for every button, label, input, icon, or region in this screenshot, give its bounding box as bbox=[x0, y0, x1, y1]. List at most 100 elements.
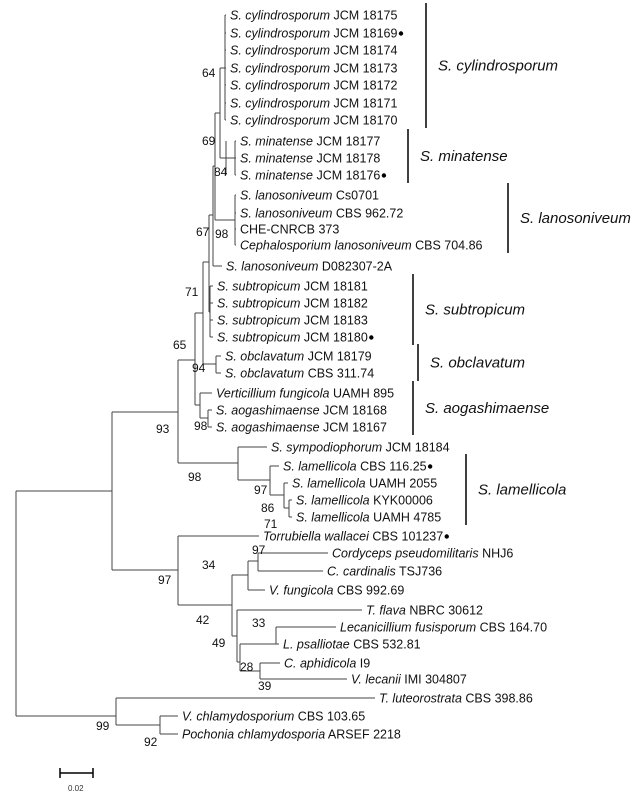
tip-strain-id: CBS 532.81 bbox=[350, 638, 421, 652]
tip-species-name: S. sympodiophorum bbox=[271, 441, 382, 455]
tip-strain-id: KYK00006 bbox=[370, 494, 433, 508]
tip-strain-id: JCM 18180 bbox=[300, 331, 367, 345]
bootstrap-value: 98 bbox=[188, 470, 202, 484]
tip-species-name: S. lamellicola bbox=[292, 477, 366, 491]
tip-strain-id: CBS 311.74 bbox=[304, 367, 374, 381]
tip-label: S. aogashimaense JCM 18167 bbox=[216, 421, 387, 435]
tip-species-name: S. minatense bbox=[240, 169, 313, 183]
clade-label: S. cylindrosporum bbox=[438, 58, 558, 75]
bootstrap-value: 97 bbox=[252, 543, 266, 557]
tip-label: V. lecanii IMI 304807 bbox=[351, 673, 467, 687]
tip-species-name: Cephalosporium lanosoniveum bbox=[240, 239, 412, 253]
tip-species-name: Lecanicillium fusisporum bbox=[340, 621, 476, 635]
bootstrap-value: 39 bbox=[258, 679, 272, 693]
tip-strain-id: CBS 103.65 bbox=[294, 710, 365, 724]
tip-label: Lecanicillium fusisporum CBS 164.70 bbox=[340, 621, 547, 635]
tip-strain-id: ARSEF 2218 bbox=[325, 728, 401, 742]
tip-strain-id: CBS 962.72 bbox=[332, 207, 403, 221]
tip-species-name: S. minatense bbox=[240, 152, 313, 166]
tip-label: Pochonia chlamydosporia ARSEF 2218 bbox=[182, 728, 401, 742]
bootstrap-value: 98 bbox=[215, 227, 229, 241]
tip-label: Verticillium fungicola UAMH 895 bbox=[216, 387, 394, 401]
tip-strain-id: JCM 18169 bbox=[330, 27, 397, 41]
tip-species-name: V. lecanii bbox=[351, 673, 402, 687]
tip-species-name: S. subtropicum bbox=[217, 331, 300, 345]
tip-strain-id: JCM 18174 bbox=[330, 44, 397, 58]
tip-label: S. minatense JCM 18178 bbox=[240, 152, 380, 166]
tip-strain-id: JCM 18173 bbox=[330, 62, 397, 76]
tip-species-name: S. lanosoniveum bbox=[240, 207, 332, 221]
scale-bar: 0.02 bbox=[59, 768, 94, 793]
tip-strain-id: IMI 304807 bbox=[401, 673, 467, 687]
tip-strain-id: JCM 18184 bbox=[382, 441, 449, 455]
tip-species-name: V. chlamydosporium bbox=[182, 710, 294, 724]
tip-label: S. obclavatum JCM 18179 bbox=[225, 350, 372, 364]
bootstrap-value: 67 bbox=[196, 225, 210, 239]
tip-label: T. flava NBRC 30612 bbox=[366, 604, 483, 618]
tip-strain-id: NBRC 30612 bbox=[406, 604, 483, 618]
tip-strain-id: UAMH 4785 bbox=[370, 511, 442, 525]
tree-branches bbox=[15, 14, 375, 735]
tip-strain-id: JCM 18168 bbox=[320, 404, 387, 418]
type-strain-dot-icon bbox=[427, 464, 433, 469]
bootstrap-value: 65 bbox=[173, 338, 187, 352]
tip-strain-id: JCM 18183 bbox=[300, 314, 367, 328]
bootstrap-value: 99 bbox=[96, 719, 110, 733]
bootstrap-value: 28 bbox=[240, 660, 254, 674]
tip-species-name: S. obclavatum bbox=[225, 350, 304, 364]
tip-species-name: S. lamellicola bbox=[283, 460, 357, 474]
tip-label: C. aphidicola I9 bbox=[284, 657, 370, 671]
tip-strain-id: JCM 18171 bbox=[330, 97, 397, 111]
bootstrap-value: 71 bbox=[185, 285, 199, 299]
tip-strain-id: JCM 18167 bbox=[320, 421, 387, 435]
tip-label: S. subtropicum JCM 18182 bbox=[217, 297, 368, 311]
tip-strain-id: CBS 704.86 bbox=[412, 239, 483, 253]
tip-species-name: Cordyceps pseudomilitaris bbox=[332, 547, 479, 561]
tip-species-name: S. obclavatum bbox=[225, 367, 304, 381]
tip-strain-id: CBS 398.86 bbox=[462, 692, 533, 706]
tip-label: V. chlamydosporium CBS 103.65 bbox=[182, 710, 365, 724]
tip-label: C. cardinalis TSJ736 bbox=[327, 565, 442, 579]
tip-species-name: S. minatense bbox=[240, 135, 313, 149]
tip-label: S. sympodiophorum JCM 18184 bbox=[271, 441, 450, 455]
clade-label: S. lanosoniveum bbox=[520, 210, 631, 227]
bootstrap-value: 98 bbox=[194, 419, 208, 433]
tip-strain-id: TSJ736 bbox=[396, 565, 442, 579]
tip-species-name: S. cylindrosporum bbox=[230, 44, 330, 58]
tip-strain-id: JCM 18182 bbox=[300, 297, 367, 311]
bootstrap-value: 33 bbox=[252, 616, 266, 630]
clade-label: S. subtropicum bbox=[425, 302, 525, 319]
clade-label: S. aogashimaense bbox=[425, 400, 549, 417]
tip-species-name: L. psalliotae bbox=[283, 638, 350, 652]
tip-species-name: S. cylindrosporum bbox=[230, 27, 330, 41]
tip-label: S. cylindrosporum JCM 18171 bbox=[230, 97, 397, 111]
tip-label: V. fungicola CBS 992.69 bbox=[269, 584, 404, 598]
type-strain-dot-icon bbox=[381, 173, 387, 178]
bootstrap-value: 69 bbox=[202, 134, 216, 148]
tip-species-name: S. cylindrosporum bbox=[230, 9, 330, 23]
tip-species-name: Pochonia chlamydosporia bbox=[182, 728, 325, 742]
tip-species-name: S. cylindrosporum bbox=[230, 62, 330, 76]
tip-strain-id: CBS 101237 bbox=[369, 530, 443, 544]
tip-strain-id: Cs0701 bbox=[332, 189, 379, 203]
bootstrap-value: 92 bbox=[144, 735, 158, 749]
tip-label: Cordyceps pseudomilitaris NHJ6 bbox=[332, 547, 513, 561]
tip-label: S. subtropicum JCM 18181 bbox=[217, 280, 368, 294]
tip-label: S. lamellicola UAMH 4785 bbox=[296, 511, 441, 525]
tip-label: S. cylindrosporum JCM 18174 bbox=[230, 44, 397, 58]
tip-strain-id: JCM 18177 bbox=[313, 135, 380, 149]
tip-strain-id: JCM 18175 bbox=[330, 9, 397, 23]
tip-species-name: Torrubiella wallacei bbox=[263, 530, 370, 544]
tip-label: CHE-CNRCB 373 bbox=[240, 223, 339, 237]
tip-label: Torrubiella wallacei CBS 101237 bbox=[263, 530, 443, 544]
bootstrap-value: 34 bbox=[202, 558, 216, 572]
tip-strain-id: UAMH 2055 bbox=[366, 477, 438, 491]
tip-strain-id: JCM 18170 bbox=[330, 114, 397, 128]
tip-strain-id: JCM 18179 bbox=[304, 350, 371, 364]
tip-label: S. aogashimaense JCM 18168 bbox=[216, 404, 387, 418]
tip-label: S. lanosoniveum D082307-2A bbox=[226, 260, 393, 274]
